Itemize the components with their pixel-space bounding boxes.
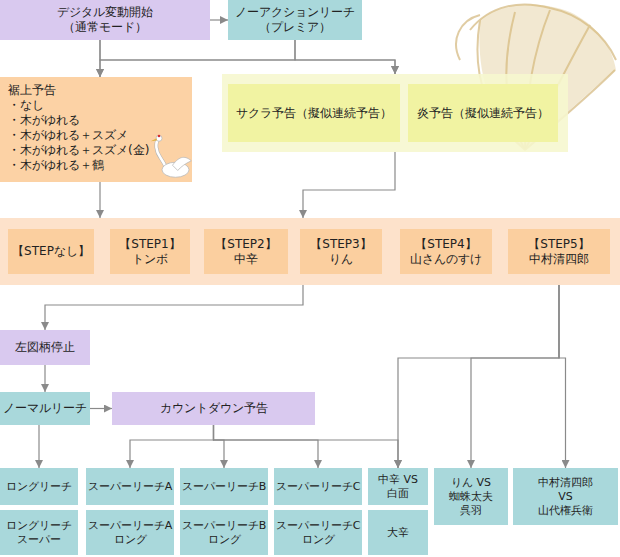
step-box: 【STEP3】 りん [300, 229, 382, 274]
step-box: 【STEP5】 中村清四郎 [508, 229, 610, 274]
node-text: スーパーリーチB [182, 480, 267, 494]
reach-box: スーパーリーチC ロング [274, 510, 362, 555]
crane-illustration [150, 132, 192, 179]
step-box: 【STEPなし】 [8, 229, 94, 274]
process-box: 左図柄停止 [0, 330, 90, 365]
node-text: 【STEP3】 りん [306, 237, 376, 267]
node-text: スーパーリーチC [276, 480, 361, 494]
flow-arrow [210, 19, 228, 20]
node-text: 【STEP2】 中辛 [211, 237, 281, 267]
node-text: 【STEP4】 山さんのすけ [408, 237, 484, 267]
notice-box: サクラ予告（擬似連続予告） [228, 84, 400, 142]
flow-arrow [214, 425, 225, 468]
node-text: ロングリーチ スーパー [4, 519, 74, 547]
flow-arrow [303, 152, 395, 218]
reach-box: ノーマルリーチ [0, 392, 90, 425]
node-text: 炎予告（擬似連続予告） [417, 106, 549, 121]
reach-box: ロングリーチ スーパー [0, 510, 78, 555]
reach-box: ノーアクションリーチ （プレミア） [228, 0, 362, 40]
node-text: 【STEPなし】 [12, 244, 90, 259]
node-text: サクラ予告（擬似連続予告） [236, 106, 392, 121]
flow-arrow [398, 274, 559, 468]
reach-box: スーパーリーチB ロング [180, 510, 268, 555]
step-band: 【STEPなし】 【STEP1】 トンボ【STEP2】 中辛【STEP3】 りん 【… [0, 218, 620, 285]
flow-arrow [38, 425, 39, 468]
notice-box: 炎予告（擬似連続予告） [408, 84, 558, 142]
flow-arrow [295, 40, 395, 74]
node-text: 【STEP1】 トンボ [115, 237, 185, 267]
node-text: ノーマルリーチ [3, 401, 87, 416]
reach-box: スーパーリーチC [274, 468, 362, 505]
node-text: 【STEP5】 中村清四郎 [524, 237, 594, 267]
flow-arrow [214, 425, 399, 468]
node-text: りん VS 蜘蛛太夫 呉羽 [447, 476, 495, 518]
flow-arrow [100, 40, 295, 77]
flow-arrow [214, 425, 319, 468]
flow-arrow [44, 365, 45, 392]
flow-arrow [90, 408, 112, 409]
node-text: ロングリーチ [6, 480, 72, 494]
battle-box: 中辛 VS 白面 [368, 468, 428, 505]
node-text: ・木がゆれる [8, 113, 80, 128]
node-text: 中辛 VS 白面 [376, 473, 420, 501]
node-text: 大辛 [387, 526, 409, 540]
node-text: ノーアクションリーチ （プレミア） [233, 5, 357, 35]
node-text: 裾上予告 [8, 83, 56, 98]
node-text: カウントダウン予告 [160, 401, 268, 416]
flow-arrow [99, 182, 100, 218]
flow-arrow [130, 425, 214, 468]
battle-box: 中村清四郎 VS 山代権兵衛 [513, 468, 618, 525]
reach-box: ロングリーチ [0, 468, 78, 505]
process-box: カウントダウン予告 [112, 392, 315, 425]
notice-band: サクラ予告（擬似連続予告） 炎予告（擬似連続予告） [222, 74, 568, 152]
node-text: デジタル変動開始 （通常モード） [49, 5, 161, 35]
step-box: 【STEP4】 山さんのすけ [400, 229, 492, 274]
node-text: 左図柄停止 [15, 340, 75, 355]
step-box: 【STEP2】 中辛 [204, 229, 288, 274]
node-text: スーパーリーチB ロング [181, 519, 267, 547]
reach-box: スーパーリーチA ロング [86, 510, 174, 555]
node-text: ・木がゆれる＋鶴 [8, 158, 104, 173]
reach-box: スーパーリーチB [180, 468, 268, 505]
battle-box: りん VS 蜘蛛太夫 呉羽 [434, 468, 508, 525]
node-text: ・木がゆれる＋スズメ(金) [8, 143, 149, 158]
node-text: 中村清四郎 VS 山代権兵衛 [534, 476, 598, 518]
battle-box: 大辛 [368, 510, 428, 555]
flow-arrow [559, 274, 566, 468]
node-text: スーパーリーチA [88, 480, 173, 494]
flow-arrow [471, 274, 559, 468]
start-box: デジタル変動開始 （通常モード） [0, 0, 210, 40]
node-text: ・なし [8, 98, 44, 113]
reach-box: スーパーリーチA [86, 468, 174, 505]
node-text: スーパーリーチA ロング [87, 519, 173, 547]
node-text: スーパーリーチC ロング [275, 519, 361, 547]
step-box: 【STEP1】 トンボ [110, 229, 190, 274]
node-text: ・木がゆれる＋スズメ [8, 128, 128, 143]
flow-arrow [45, 285, 303, 330]
flow-arrow [100, 40, 395, 74]
